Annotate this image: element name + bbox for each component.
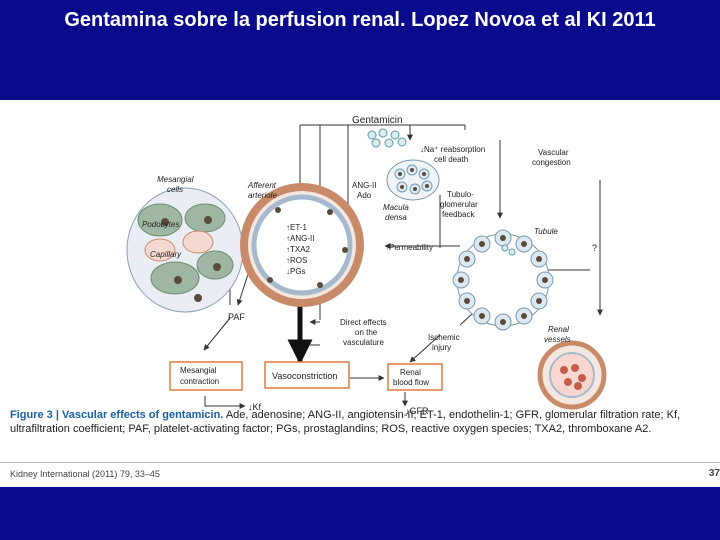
label-macula-2: densa <box>385 213 407 222</box>
label-mediator-pgs: ↓PGs <box>286 267 306 276</box>
label-renal-vessels-2: vessels <box>544 335 571 344</box>
label-kf: ↓Kf <box>248 402 262 412</box>
slide-title: Gentamina sobre la perfusion renal. Lope… <box>64 9 656 31</box>
label-renal-vessels-1: Renal <box>548 325 569 334</box>
label-ischemic-1: Ischemic <box>428 333 460 342</box>
tubule-illustration <box>452 229 554 331</box>
mesangial-contraction-box <box>169 361 243 391</box>
label-mediator-ang2: ↑ANG-II <box>286 234 314 243</box>
label-vasoconstriction: Vasoconstriction <box>272 371 337 381</box>
label-na-reabsorption: ↓Na⁺ reabsorption <box>420 145 485 154</box>
label-permeability: ↑Permeability <box>385 243 433 252</box>
label-mesangial-cells-1: Mesangial <box>157 175 194 184</box>
label-mediator-ros: ↑ROS <box>286 256 307 265</box>
footer-divider <box>0 462 720 463</box>
label-question: ? <box>592 243 597 253</box>
renal-vessel-illustration <box>537 340 607 410</box>
afferent-arteriole-illustration <box>240 183 364 307</box>
label-mesangial-contraction-2: contraction <box>180 377 219 386</box>
label-renal-blood-flow-2: blood flow <box>393 378 429 387</box>
figure-caption: Figure 3 | Vascular effects of gentamici… <box>10 408 715 436</box>
label-macula-1: Macula <box>383 203 409 212</box>
gentamicin-molecules <box>367 128 407 148</box>
label-mediator-txa2: ↑TXA2 <box>286 245 311 254</box>
label-mesangial-cells-2: cells <box>167 185 183 194</box>
label-paf: PAF <box>228 312 245 322</box>
glomerular-capillary-illustration <box>126 187 244 313</box>
pathway-diagram: Gentamicin ↓Na⁺ reabsorption cell death … <box>126 115 607 416</box>
vasoconstriction-box <box>264 361 350 389</box>
label-tgf-2: glomerular <box>440 200 478 209</box>
label-direct-2: on the <box>355 328 378 337</box>
figure-caption-number: Figure 3 | Vascular effects of gentamici… <box>10 409 224 421</box>
figure-panel: Gentamicin ↓Na⁺ reabsorption cell death … <box>0 100 720 487</box>
label-direct-1: Direct effects <box>340 318 387 327</box>
label-capillary: Capillary <box>150 250 182 259</box>
label-vascular-congestion-1: Vascular <box>538 148 569 157</box>
macula-densa-illustration <box>386 159 440 201</box>
footer-page-number: 37 <box>708 468 720 479</box>
label-renal-blood-flow-1: Renal <box>400 368 421 377</box>
label-ischemic-2: injury <box>432 343 451 352</box>
footer-journal: Kidney International (2011) 79, 33–45 <box>10 469 160 479</box>
label-gentamicin: Gentamicin <box>352 115 403 126</box>
label-mediator-et1: ↑ET-1 <box>286 223 307 232</box>
label-afferent-2: arteriole <box>248 191 277 200</box>
label-tgf-1: Tubulo- <box>447 190 474 199</box>
label-vascular-congestion-2: congestion <box>532 158 571 167</box>
label-tubule: Tubule <box>534 227 558 236</box>
label-gfr: ↓GFR <box>405 406 429 416</box>
label-mesangial-contraction-1: Mesangial <box>180 366 217 375</box>
figure-caption-text: Ade, adenosine; ANG-II, angiotensin-II; … <box>10 409 681 435</box>
label-afferent-1: Afferent <box>247 181 277 190</box>
label-podocytes: Podocytes <box>142 220 179 229</box>
label-cell-death: cell death <box>434 155 468 164</box>
label-ang-ado-2: Ado <box>357 191 372 200</box>
label-tgf-3: feedback <box>442 210 475 219</box>
label-ang-ado-1: ANG-II <box>352 181 376 190</box>
renal-blood-flow-box <box>387 363 443 391</box>
label-direct-3: vasculature <box>343 338 384 347</box>
